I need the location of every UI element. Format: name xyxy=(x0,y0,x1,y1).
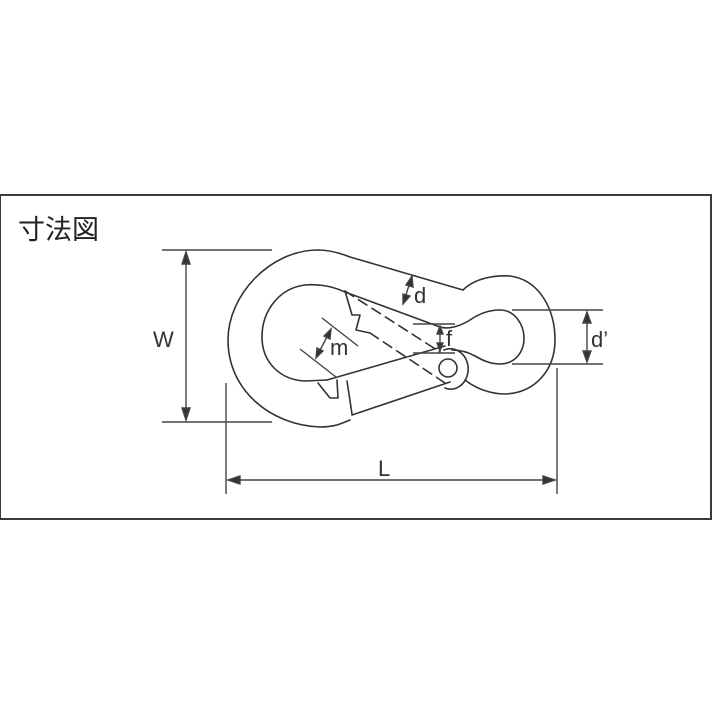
hook-outer-top-edge xyxy=(317,249,464,291)
diagram-frame xyxy=(0,194,712,520)
gate-open-dashed xyxy=(344,290,441,353)
gate-upper-edge xyxy=(326,345,446,381)
hook-outer-outline xyxy=(227,249,351,428)
gate-end xyxy=(346,380,353,415)
hook-inner-outline xyxy=(261,283,441,382)
label-d: d xyxy=(414,283,426,308)
label-m: m xyxy=(330,335,348,360)
label-W: W xyxy=(153,327,174,352)
gate-nose-notch xyxy=(344,290,371,334)
eye-inner xyxy=(439,309,525,365)
label-L: L xyxy=(378,456,390,481)
eye-outer xyxy=(462,275,556,395)
gate-open-dashed-lower xyxy=(369,332,449,386)
hinge-pin xyxy=(438,358,458,378)
gate-latch xyxy=(317,379,339,399)
gate-lower-edge xyxy=(351,381,451,416)
label-f: f xyxy=(446,326,453,351)
hinge-housing xyxy=(443,348,469,390)
label-d-prime: d’ xyxy=(591,327,608,352)
diagram-title: 寸法図 xyxy=(18,215,99,246)
